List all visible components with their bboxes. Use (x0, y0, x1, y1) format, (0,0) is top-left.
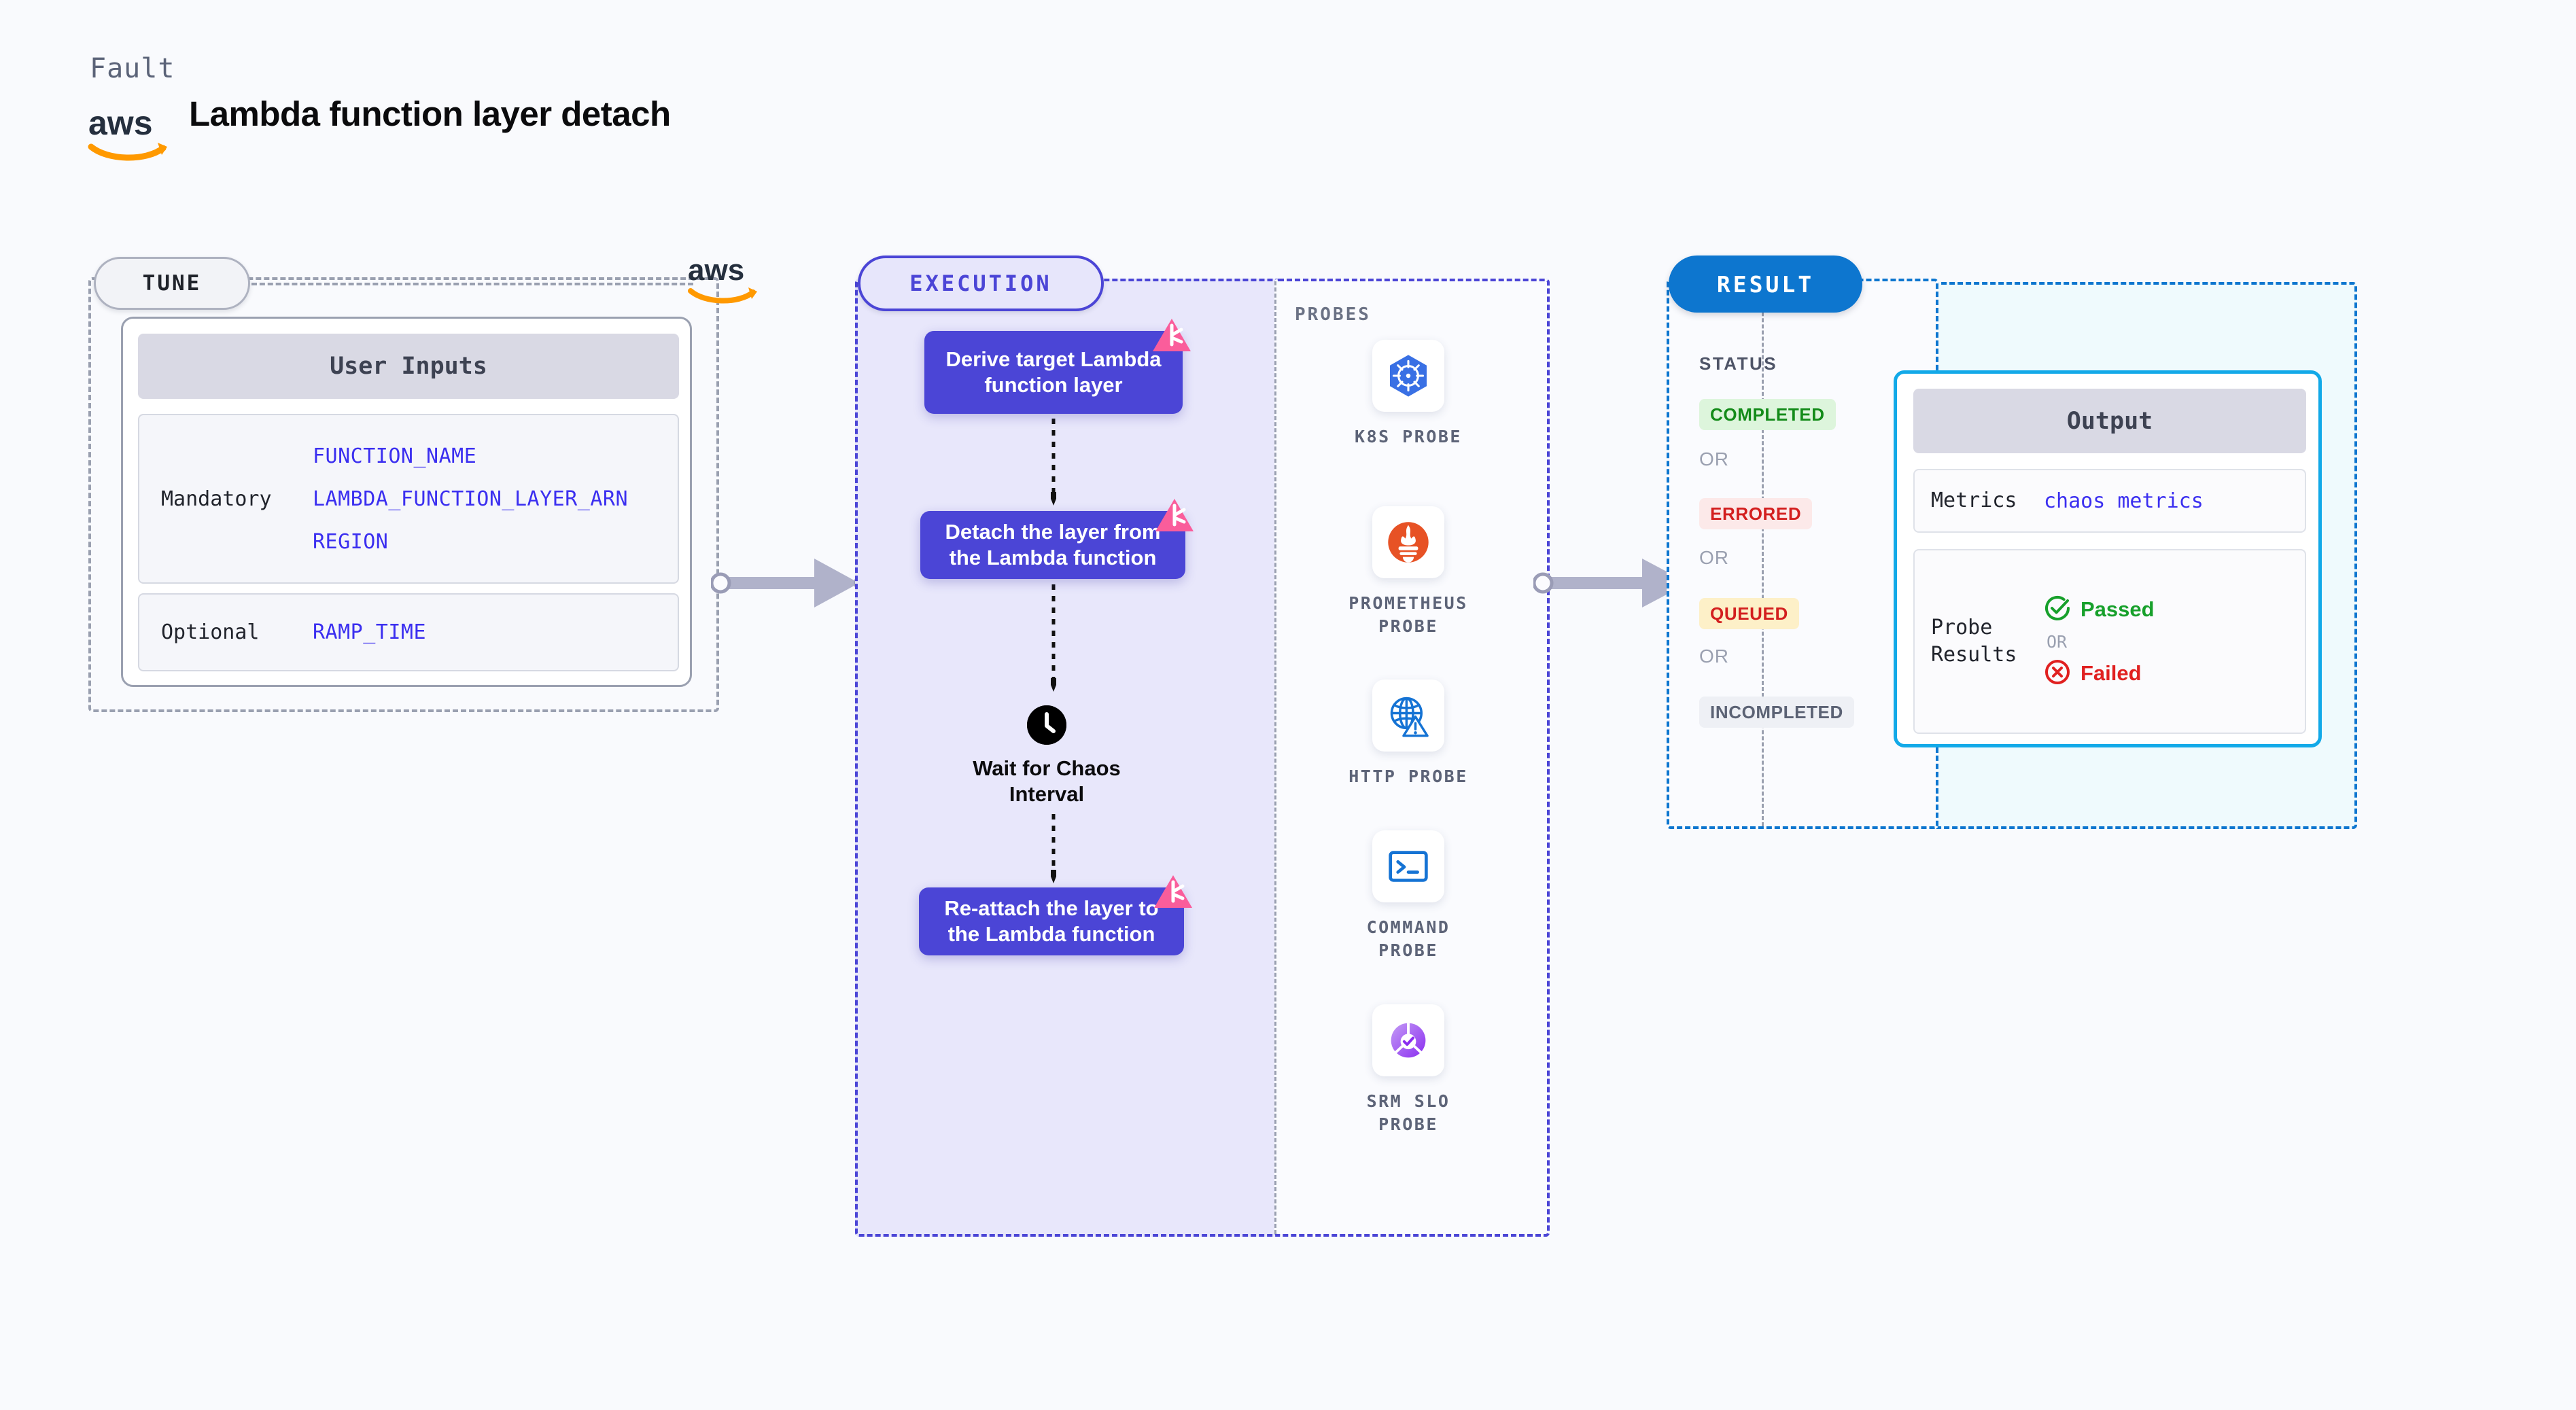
tune-aws-logo-icon: aws (688, 250, 761, 304)
terminal-icon (1372, 830, 1444, 902)
execution-step-3[interactable]: Re-attach the layer to the Lambda functi… (919, 875, 1192, 955)
status-badge-completed: COMPLETED (1699, 399, 1836, 430)
probes-divider (1274, 281, 1276, 1234)
probe-srm-slo-label: SRM SLO PROBE (1366, 1091, 1450, 1134)
litmus-logo-icon (1154, 497, 1195, 533)
mandatory-label: Mandatory (161, 487, 272, 511)
probe-results-values: Passed OR Failed (2044, 595, 2155, 689)
aws-logo-icon: aws (87, 102, 172, 162)
probes-title: PROBES (1295, 304, 1371, 325)
probe-prometheus-label: PROMETHEUS PROBE (1348, 593, 1468, 636)
probe-result-failed: Failed (2044, 658, 2155, 689)
kubernetes-icon (1372, 340, 1444, 412)
clock-icon (1027, 705, 1066, 745)
status-or-3: OR (1699, 646, 1729, 667)
probe-prometheus[interactable]: PROMETHEUS PROBE (1334, 506, 1483, 638)
wait-label: Wait for Chaos Interval (973, 756, 1121, 806)
execution-step-2[interactable]: Detach the layer from the Lambda functio… (920, 499, 1194, 579)
output-card: Output Metrics chaos metrics Probe Resul… (1894, 370, 2322, 747)
mandatory-inputs-row: Mandatory FUNCTION_NAME LAMBDA_FUNCTION_… (138, 414, 679, 584)
srm-slo-icon (1372, 1004, 1444, 1076)
status-badge-queued: QUEUED (1699, 598, 1799, 629)
user-inputs-card: User Inputs Mandatory FUNCTION_NAME LAMB… (121, 317, 692, 687)
input-function-name[interactable]: FUNCTION_NAME (313, 444, 477, 468)
http-globe-warning-icon (1372, 680, 1444, 752)
output-metrics-row: Metrics chaos metrics (1913, 469, 2306, 533)
mandatory-values: FUNCTION_NAME LAMBDA_FUNCTION_LAYER_ARN … (313, 444, 628, 554)
execution-section-pill[interactable]: EXECUTION (858, 255, 1104, 311)
probe-result-passed: Passed (2044, 595, 2155, 625)
result-section-pill[interactable]: RESULT (1669, 255, 1862, 313)
optional-values: RAMP_TIME (313, 620, 426, 644)
probe-command[interactable]: COMMAND PROBE (1334, 830, 1483, 962)
status-or-1: OR (1699, 448, 1729, 470)
x-circle-icon (2044, 658, 2071, 689)
output-header: Output (1913, 389, 2306, 453)
connector-tune-to-execution (711, 548, 874, 618)
status-badge-incompleted: INCOMPLETED (1699, 697, 1854, 728)
page-kicker: Fault (90, 53, 175, 84)
status-title: STATUS (1699, 353, 1778, 374)
output-probe-results-row: Probe Results Passed OR (1913, 549, 2306, 734)
svg-text:aws: aws (688, 253, 744, 287)
flow-arrow-1 (1048, 419, 1059, 506)
passed-label: Passed (2081, 597, 2155, 621)
failed-label: Failed (2081, 661, 2142, 685)
result-inner-divider (1762, 281, 1764, 826)
execution-step-1-label: Derive target Lambda function layer (945, 347, 1162, 397)
probe-http-label: HTTP PROBE (1348, 766, 1468, 786)
metrics-value[interactable]: chaos metrics (2044, 489, 2204, 513)
page-title: Lambda function layer detach (189, 94, 671, 133)
execution-step-1[interactable]: Derive target Lambda function layer (924, 319, 1191, 414)
tune-section-pill[interactable]: TUNE (94, 257, 250, 310)
check-circle-icon (2044, 595, 2071, 625)
flow-arrow-2 (1048, 584, 1059, 692)
status-or-2: OR (1699, 547, 1729, 568)
result-section-boundary (1667, 279, 1938, 829)
optional-inputs-row: Optional RAMP_TIME (138, 593, 679, 671)
probe-srm-slo[interactable]: SRM SLO PROBE (1334, 1004, 1483, 1136)
tune-pill-connector-line (251, 283, 693, 285)
probes-subsection-boundary (1274, 279, 1550, 1237)
optional-label: Optional (161, 620, 260, 644)
probe-command-label: COMMAND PROBE (1366, 917, 1450, 960)
input-region[interactable]: REGION (313, 529, 389, 554)
probe-k8s-label: K8S PROBE (1355, 427, 1462, 446)
prometheus-icon (1372, 506, 1444, 578)
flow-arrow-3 (1048, 814, 1059, 883)
status-badge-errored: ERRORED (1699, 498, 1813, 529)
metrics-label: Metrics (1931, 488, 2017, 512)
svg-text:aws: aws (88, 104, 153, 142)
probe-http[interactable]: HTTP PROBE (1334, 680, 1483, 788)
tune-section-boundary (88, 277, 719, 712)
execution-step-2-label: Detach the layer from the Lambda functio… (945, 520, 1161, 569)
user-inputs-header: User Inputs (138, 334, 679, 399)
input-lambda-function-layer-arn[interactable]: LAMBDA_FUNCTION_LAYER_ARN (313, 487, 629, 511)
litmus-logo-icon (1153, 874, 1194, 909)
probe-k8s[interactable]: K8S PROBE (1334, 340, 1483, 448)
input-ramp-time[interactable]: RAMP_TIME (313, 620, 427, 644)
litmus-logo-icon (1151, 317, 1192, 353)
probe-results-label: Probe Results (1931, 615, 2017, 667)
execution-step-3-label: Re-attach the layer to the Lambda functi… (944, 896, 1159, 946)
probe-result-or: OR (2047, 631, 2068, 652)
